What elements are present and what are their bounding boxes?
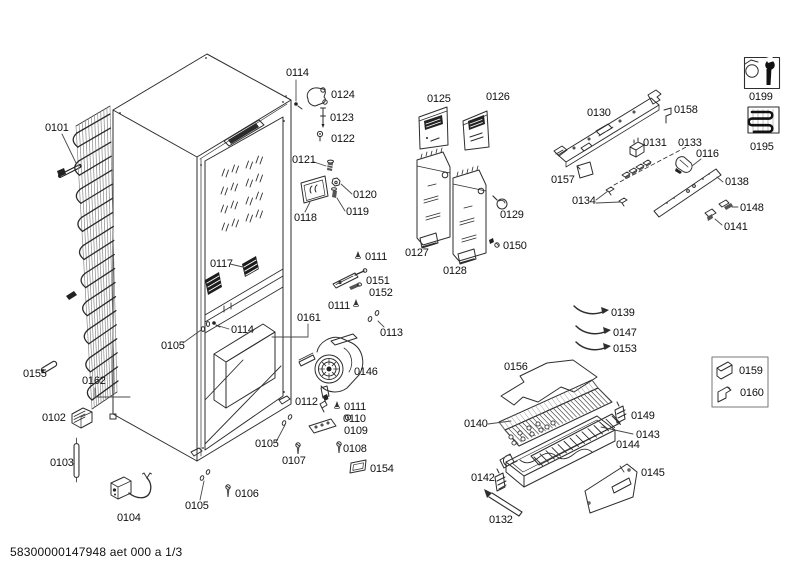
side-small-parts xyxy=(199,251,380,497)
condenser-legend-icon xyxy=(747,106,780,134)
condenser-coil xyxy=(57,105,119,410)
bottom-left-parts xyxy=(40,360,152,500)
document-number: 58300000147948 aet 000 a 1/3 xyxy=(10,545,183,559)
wrench-icon xyxy=(765,56,775,85)
leader-lines xyxy=(61,79,739,501)
fan-assembly-0146 xyxy=(298,333,364,401)
cabinet-outline xyxy=(109,53,292,462)
top-hinge-parts xyxy=(294,87,341,204)
evaporator-assembly xyxy=(484,359,638,517)
interior-grilles-0117 xyxy=(200,256,259,332)
accessory-box xyxy=(711,356,769,408)
cover-panels xyxy=(416,106,508,265)
shelf-rail-marks xyxy=(220,155,263,232)
wire-parts-arcs xyxy=(573,305,611,351)
crossrail-parts xyxy=(553,89,733,221)
service-tool-icon xyxy=(743,56,781,90)
